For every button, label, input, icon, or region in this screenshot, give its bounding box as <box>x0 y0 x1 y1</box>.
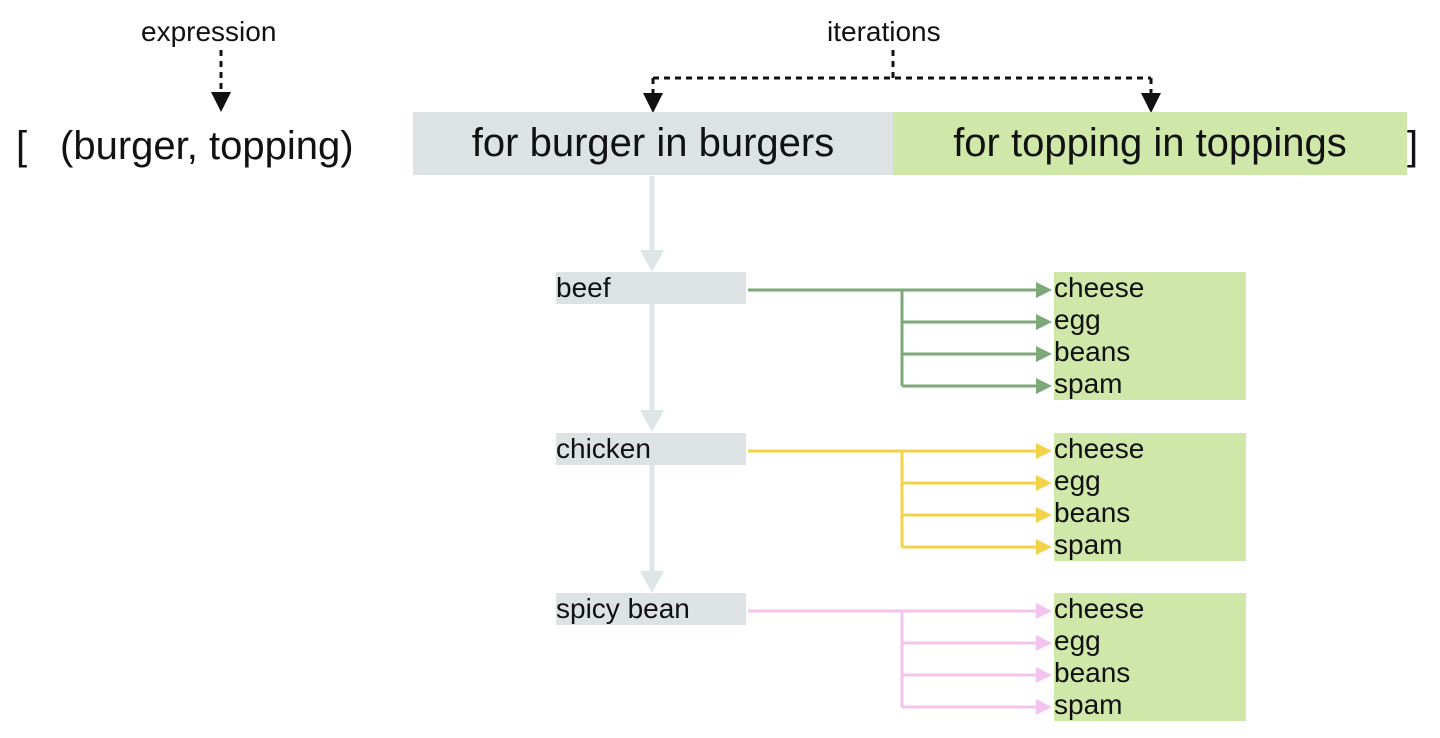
topping-arrowhead <box>1036 443 1052 459</box>
expression-label: expression <box>141 16 277 47</box>
topping-item: beans <box>1054 657 1131 688</box>
topping-arrowhead <box>1036 475 1052 491</box>
topping-item: beans <box>1054 497 1131 528</box>
burger-box: chicken <box>556 433 746 465</box>
topping-arrowhead <box>1036 699 1052 715</box>
burger-name: chicken <box>556 433 651 464</box>
topping-arrowhead <box>1036 282 1052 298</box>
outer-loop-text: for burger in burgers <box>471 121 835 165</box>
topping-arrowhead <box>1036 346 1052 362</box>
topping-arrowhead <box>1036 667 1052 683</box>
inner-loop-box: for topping in toppings <box>893 112 1407 175</box>
topping-arrowhead <box>1036 603 1052 619</box>
outer-loop-box: for burger in burgers <box>413 112 893 175</box>
topping-arrowhead <box>1036 507 1052 523</box>
topping-arrowhead <box>1036 378 1052 394</box>
topping-item: cheese <box>1054 593 1145 624</box>
burger-name: beef <box>556 272 611 303</box>
topping-item: egg <box>1054 304 1101 335</box>
topping-arrowhead <box>1036 539 1052 555</box>
burger-name: spicy bean <box>556 593 690 624</box>
topping-item: spam <box>1054 368 1123 399</box>
burger-box: spicy bean <box>556 593 746 625</box>
topping-item: spam <box>1054 689 1123 720</box>
topping-item: egg <box>1054 625 1101 656</box>
burger-box: beef <box>556 272 746 304</box>
topping-item: cheese <box>1054 433 1145 464</box>
topping-item: cheese <box>1054 272 1145 303</box>
open-bracket: [ <box>16 124 28 168</box>
topping-fanouts <box>748 282 1052 715</box>
topping-arrowhead <box>1036 635 1052 651</box>
outer-loop-flow <box>640 176 664 593</box>
topping-item: beans <box>1054 336 1131 367</box>
iterations-arrowhead-left <box>643 93 663 113</box>
topping-arrowhead <box>1036 314 1052 330</box>
close-bracket: ] <box>1407 124 1419 168</box>
iterations-arrowhead-right <box>1141 93 1161 113</box>
inner-loop-text: for topping in toppings <box>953 121 1347 165</box>
expression-text: (burger, topping) <box>60 124 354 168</box>
expression-arrowhead <box>211 92 231 112</box>
iterations-label: iterations <box>827 16 941 47</box>
topping-item: spam <box>1054 529 1123 560</box>
topping-item: egg <box>1054 465 1101 496</box>
